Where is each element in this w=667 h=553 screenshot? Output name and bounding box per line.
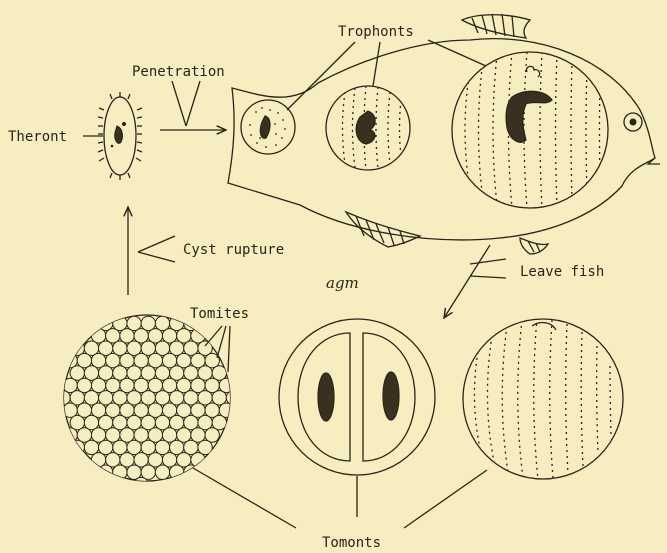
cyst-rupture-leader-a — [138, 236, 175, 252]
trophont-small — [241, 100, 295, 154]
tomont-dividing — [279, 319, 435, 475]
tomite — [170, 465, 184, 479]
tomont-with-tomites — [56, 315, 241, 492]
tomites-leader-1 — [205, 326, 222, 346]
penetration-leader-left — [172, 81, 186, 126]
fish — [228, 14, 660, 254]
theront-cell — [98, 92, 142, 180]
tomont-mature — [463, 318, 623, 480]
tomites-cluster — [56, 316, 241, 492]
label-theront: Theront — [8, 129, 67, 145]
label-tomonts: Tomonts — [322, 535, 381, 551]
trophont-medium — [326, 86, 410, 170]
tomite — [113, 465, 127, 479]
cyst-rupture-leader-b — [138, 252, 175, 262]
leave-fish-leader-b — [470, 276, 506, 278]
label-leave-fish: Leave fish — [520, 264, 604, 280]
tomite — [184, 465, 198, 479]
label-trophonts: Trophonts — [338, 24, 414, 40]
fish-dorsal-fin-rays — [472, 14, 514, 37]
label-penetration: Penetration — [132, 64, 225, 80]
fish-eye-pupil — [630, 119, 637, 126]
tomites-leader-3 — [228, 326, 230, 372]
leave-fish-leader-a — [470, 259, 506, 264]
artist-signature: agm — [326, 274, 359, 292]
tomite — [134, 477, 148, 491]
tomonts-leader-left — [193, 468, 296, 528]
trophont-leader-3 — [428, 40, 486, 66]
tomite — [155, 465, 169, 479]
trophont-leader-2 — [373, 42, 380, 86]
tomite — [70, 440, 84, 454]
trophont-leader-1 — [287, 42, 355, 110]
trophont-large — [452, 52, 608, 208]
tomonts-leader-right — [404, 470, 487, 528]
leave-fish-arrow — [444, 245, 490, 318]
label-tomites: Tomites — [190, 306, 249, 322]
penetration-leader-right — [186, 81, 200, 126]
label-cyst-rupture: Cyst rupture — [183, 242, 284, 258]
